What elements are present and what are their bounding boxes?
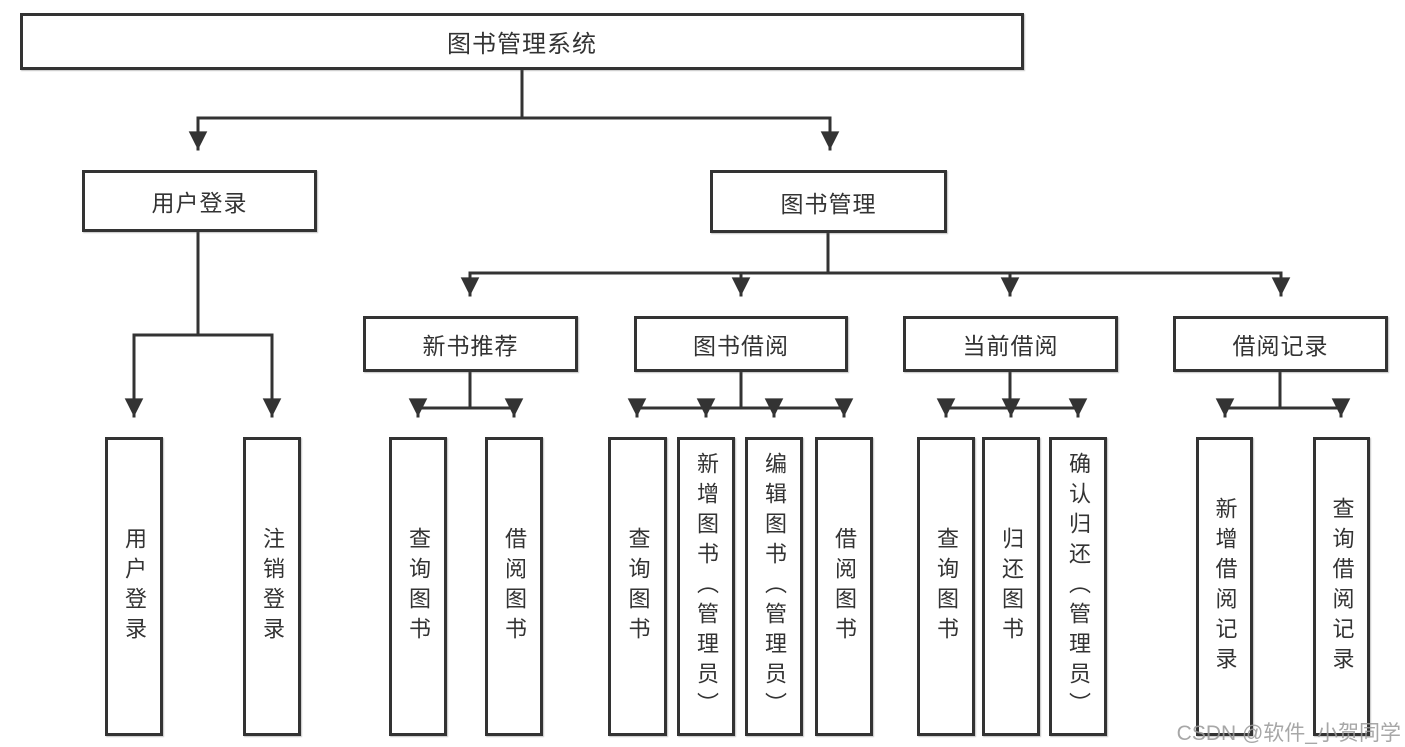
node-borrow-records: 借阅记录 [1173, 316, 1388, 372]
leaf-label: 查询借阅记录 [1329, 496, 1355, 677]
leaf-add-borrow-record: 新增借阅记录 [1196, 437, 1253, 736]
csdn-watermark: CSDN @软件_小贺同学 [1176, 722, 1401, 745]
node-root-label: 图书管理系统 [447, 31, 597, 58]
leaf-edit-books-admin: 编辑图书（管理员） [745, 437, 803, 736]
leaf-label: 编辑图书（管理员） [762, 451, 787, 722]
leaf-borrow-books: 借阅图书 [815, 437, 873, 736]
leaf-label: 查询图书 [625, 526, 651, 647]
leaf-query-books: 查询图书 [608, 437, 667, 736]
leaf-label: 用户登录 [122, 526, 147, 647]
leaf-confirm-return-admin: 确认归还（管理员） [1049, 437, 1107, 736]
leaf-label: 查询图书 [406, 526, 431, 647]
node-book-management: 图书管理 [710, 170, 947, 233]
leaf-label: 确认归还（管理员） [1066, 451, 1091, 722]
leaf-add-books-admin: 新增图书（管理员） [677, 437, 735, 736]
leaf-label: 查询图书 [934, 526, 959, 647]
leaf-label: 新增借阅记录 [1212, 496, 1238, 677]
leaf-label: 注销登录 [260, 526, 285, 647]
leaf-query-borrow-record: 查询借阅记录 [1313, 437, 1370, 736]
leaf-label: 新增图书（管理员） [694, 451, 719, 722]
leaf-logout: 注销登录 [243, 437, 301, 736]
node-current-borrow: 当前借阅 [903, 316, 1118, 372]
node-root: 图书管理系统 [20, 13, 1024, 70]
node-label: 用户登录 [151, 190, 248, 216]
leaf-label: 借阅图书 [502, 526, 527, 647]
node-user-login: 用户登录 [82, 170, 317, 232]
leaf-return-books: 归还图书 [982, 437, 1040, 736]
node-book-borrow: 图书借阅 [634, 316, 848, 372]
node-new-book-recommend: 新书推荐 [363, 316, 578, 372]
node-label: 借阅记录 [1232, 333, 1329, 359]
leaf-user-login: 用户登录 [105, 437, 163, 736]
leaf-borrow-books-recommend: 借阅图书 [485, 437, 543, 736]
node-label: 新书推荐 [422, 333, 519, 359]
node-label: 图书管理 [780, 190, 877, 217]
node-label: 图书借阅 [693, 333, 789, 359]
leaf-query-current: 查询图书 [917, 437, 975, 736]
node-label: 当前借阅 [962, 333, 1059, 359]
leaf-query-books-recommend: 查询图书 [389, 437, 447, 736]
leaf-label: 归还图书 [999, 526, 1024, 647]
leaf-label: 借阅图书 [832, 526, 857, 647]
